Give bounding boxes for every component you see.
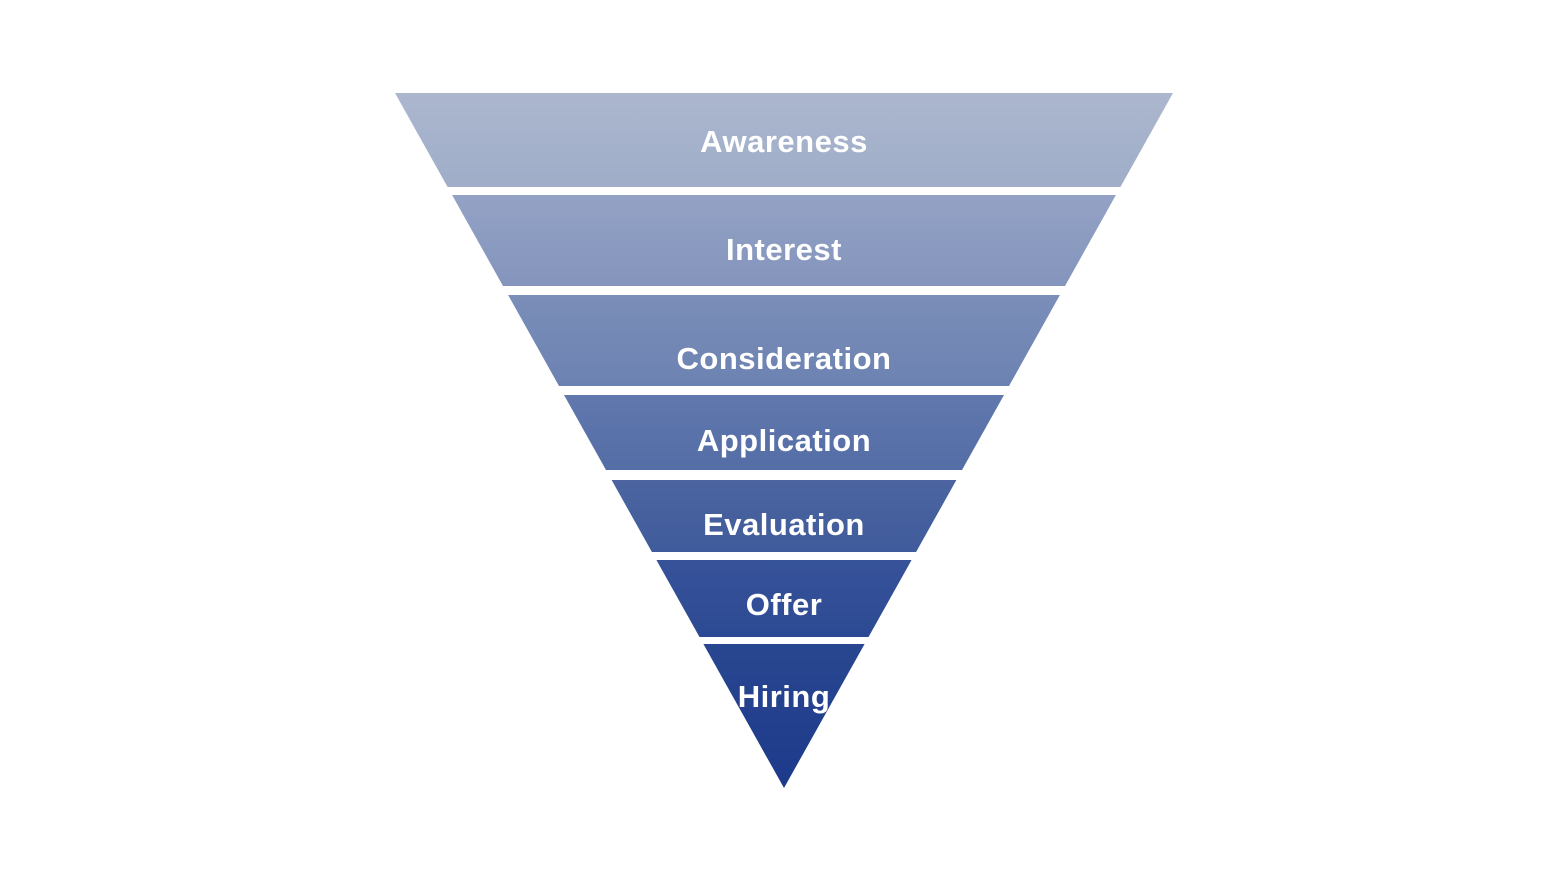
- stage-label-evaluation: Evaluation: [703, 507, 865, 542]
- stage-label-consideration: Consideration: [677, 341, 892, 376]
- funnel-stage-evaluation: [611, 480, 957, 552]
- stage-label-interest: Interest: [726, 232, 842, 267]
- funnel-stage-consideration: [508, 295, 1060, 386]
- funnel-stage-application: [564, 395, 1004, 470]
- funnel-stage-interest: [452, 195, 1116, 286]
- stage-label-application: Application: [697, 423, 871, 458]
- stage-label-offer: Offer: [746, 587, 823, 622]
- stage-label-hiring: Hiring: [738, 679, 831, 714]
- funnel-stage-awareness: [395, 93, 1173, 187]
- funnel-stage-hiring: [703, 644, 865, 788]
- stage-label-awareness: Awareness: [700, 124, 868, 159]
- funnel-stage-offer: [656, 560, 912, 637]
